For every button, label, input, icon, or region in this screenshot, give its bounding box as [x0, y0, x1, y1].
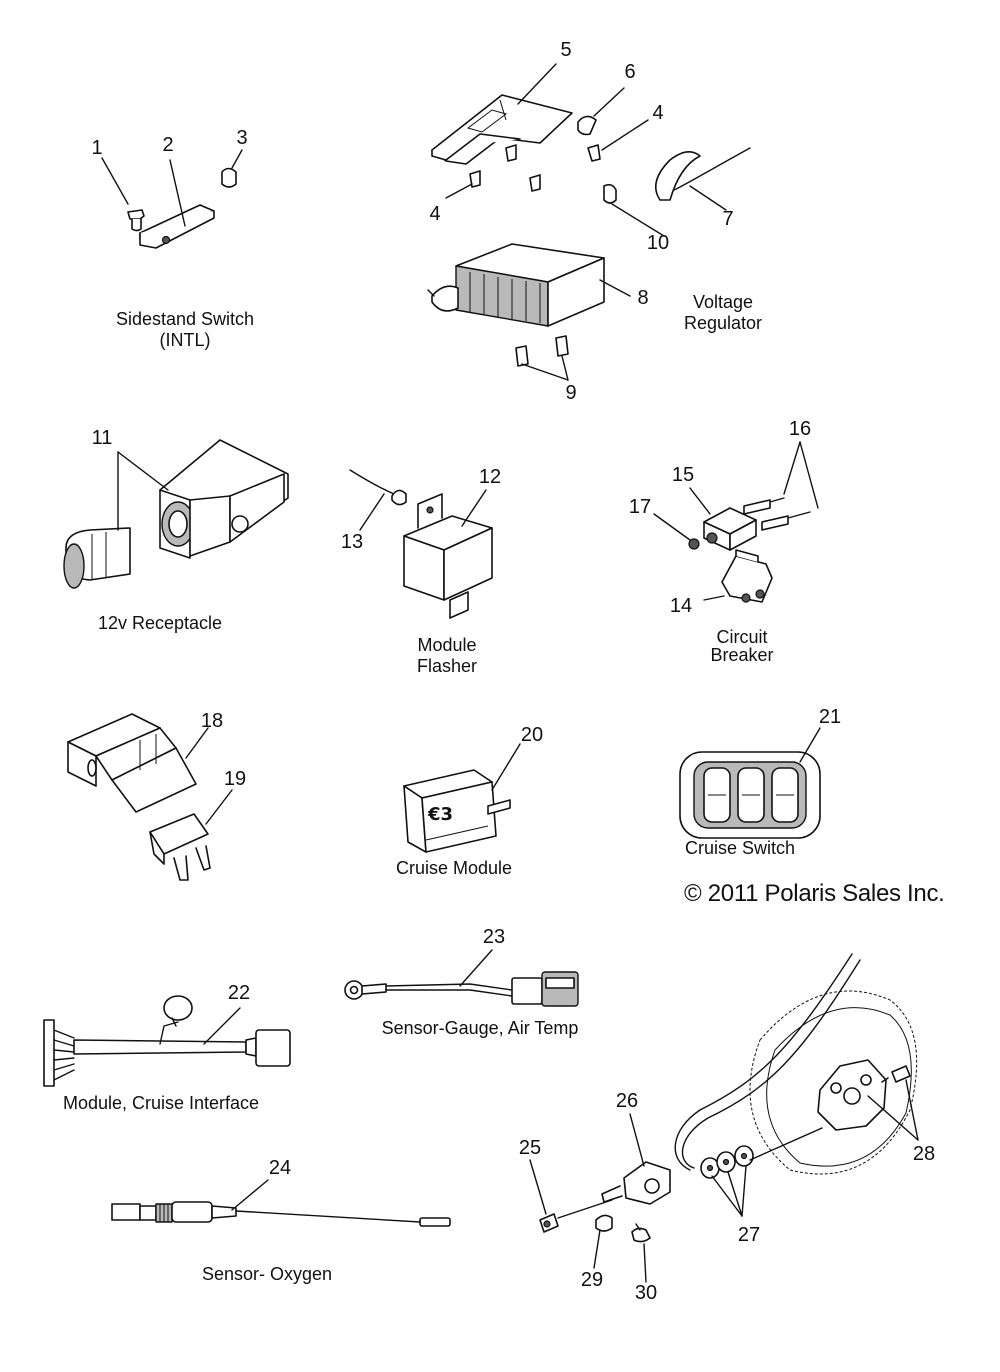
- voltage-regulator-fasteners: [445, 87, 665, 237]
- callout-10: 10: [646, 232, 670, 254]
- speed-sensor-assembly: [529, 953, 919, 1283]
- caption-receptacle: 12v Receptacle: [97, 613, 223, 633]
- caption-air-temp-sensor: Sensor-Gauge, Air Temp: [381, 1018, 579, 1038]
- callout-15: 15: [671, 464, 695, 486]
- caption-line: Module: [417, 635, 477, 655]
- caption-line: Sidestand Switch: [115, 309, 255, 329]
- callout-7: 7: [722, 208, 734, 230]
- caption-line: Breaker: [710, 645, 774, 665]
- caption-oxygen-sensor: Sensor- Oxygen: [201, 1264, 333, 1284]
- copyright-notice: © 2011 Polaris Sales Inc.: [684, 880, 945, 907]
- callout-14: 14: [669, 595, 693, 617]
- callout-8: 8: [637, 287, 649, 309]
- cruise-switch-part: [679, 727, 821, 839]
- callout-29: 29: [580, 1269, 604, 1291]
- callout-23: 23: [482, 926, 506, 948]
- callout-3: 3: [236, 127, 248, 149]
- callout-1: 1: [91, 137, 103, 159]
- voltage-regulator-body: [427, 243, 631, 381]
- cable-tie-part: [654, 147, 751, 211]
- circuit-breaker-part: [688, 487, 773, 603]
- caption-line: Flasher: [416, 656, 478, 676]
- flasher-wire-part: [349, 469, 407, 531]
- callout-4-left: 4: [429, 203, 441, 225]
- callout-13: 13: [340, 531, 364, 553]
- fuse-holder-part: [67, 713, 209, 813]
- callout-2: 2: [162, 134, 174, 156]
- callout-6: 6: [624, 61, 636, 83]
- oxygen-sensor-part: [111, 1179, 451, 1227]
- circuit-breaker-rivets: [653, 441, 819, 541]
- callout-24: 24: [268, 1157, 292, 1179]
- svg-text:€3: €3: [427, 804, 453, 825]
- callout-20: 20: [520, 724, 544, 746]
- caption-sidestand-switch: Sidestand Switch (INTL): [105, 309, 265, 351]
- cruise-module-part: €3: [403, 743, 521, 853]
- callout-9: 9: [565, 382, 577, 404]
- callout-19: 19: [223, 768, 247, 790]
- callout-4-right: 4: [652, 102, 664, 124]
- caption-line: Circuit: [716, 627, 768, 647]
- caption-cruise-switch: Cruise Switch: [684, 838, 796, 858]
- air-temp-sensor-part: [344, 949, 579, 1007]
- voltage-regulator-bracket: [431, 63, 573, 165]
- callout-18: 18: [200, 710, 224, 732]
- callout-25: 25: [518, 1137, 542, 1159]
- callout-27: 27: [737, 1224, 761, 1246]
- callout-11: 11: [91, 427, 113, 449]
- callout-16: 16: [788, 418, 812, 440]
- callout-22: 22: [227, 982, 251, 1004]
- caption-line: Voltage: [692, 292, 754, 312]
- caption-cruise-interface: Module, Cruise Interface: [62, 1093, 260, 1113]
- callout-17: 17: [628, 496, 652, 518]
- cruise-interface-part: [43, 995, 291, 1087]
- caption-voltage-regulator: Voltage Regulator: [663, 292, 783, 334]
- callout-5: 5: [560, 39, 572, 61]
- callout-12: 12: [478, 466, 502, 488]
- caption-line: (INTL): [159, 330, 211, 350]
- callout-26: 26: [615, 1090, 639, 1112]
- callout-21: 21: [818, 706, 842, 728]
- callout-28: 28: [912, 1143, 936, 1165]
- fuse-part: [149, 789, 233, 881]
- callout-30: 30: [634, 1282, 658, 1304]
- caption-circuit-breaker: Circuit Breaker: [692, 628, 792, 664]
- sidestand-switch-part: [101, 149, 243, 249]
- caption-line: Regulator: [683, 313, 763, 333]
- flasher-module-part: [403, 489, 493, 619]
- caption-flasher: Module Flasher: [397, 635, 497, 677]
- caption-cruise-module: Cruise Module: [395, 858, 513, 878]
- receptacle-part: [63, 439, 289, 589]
